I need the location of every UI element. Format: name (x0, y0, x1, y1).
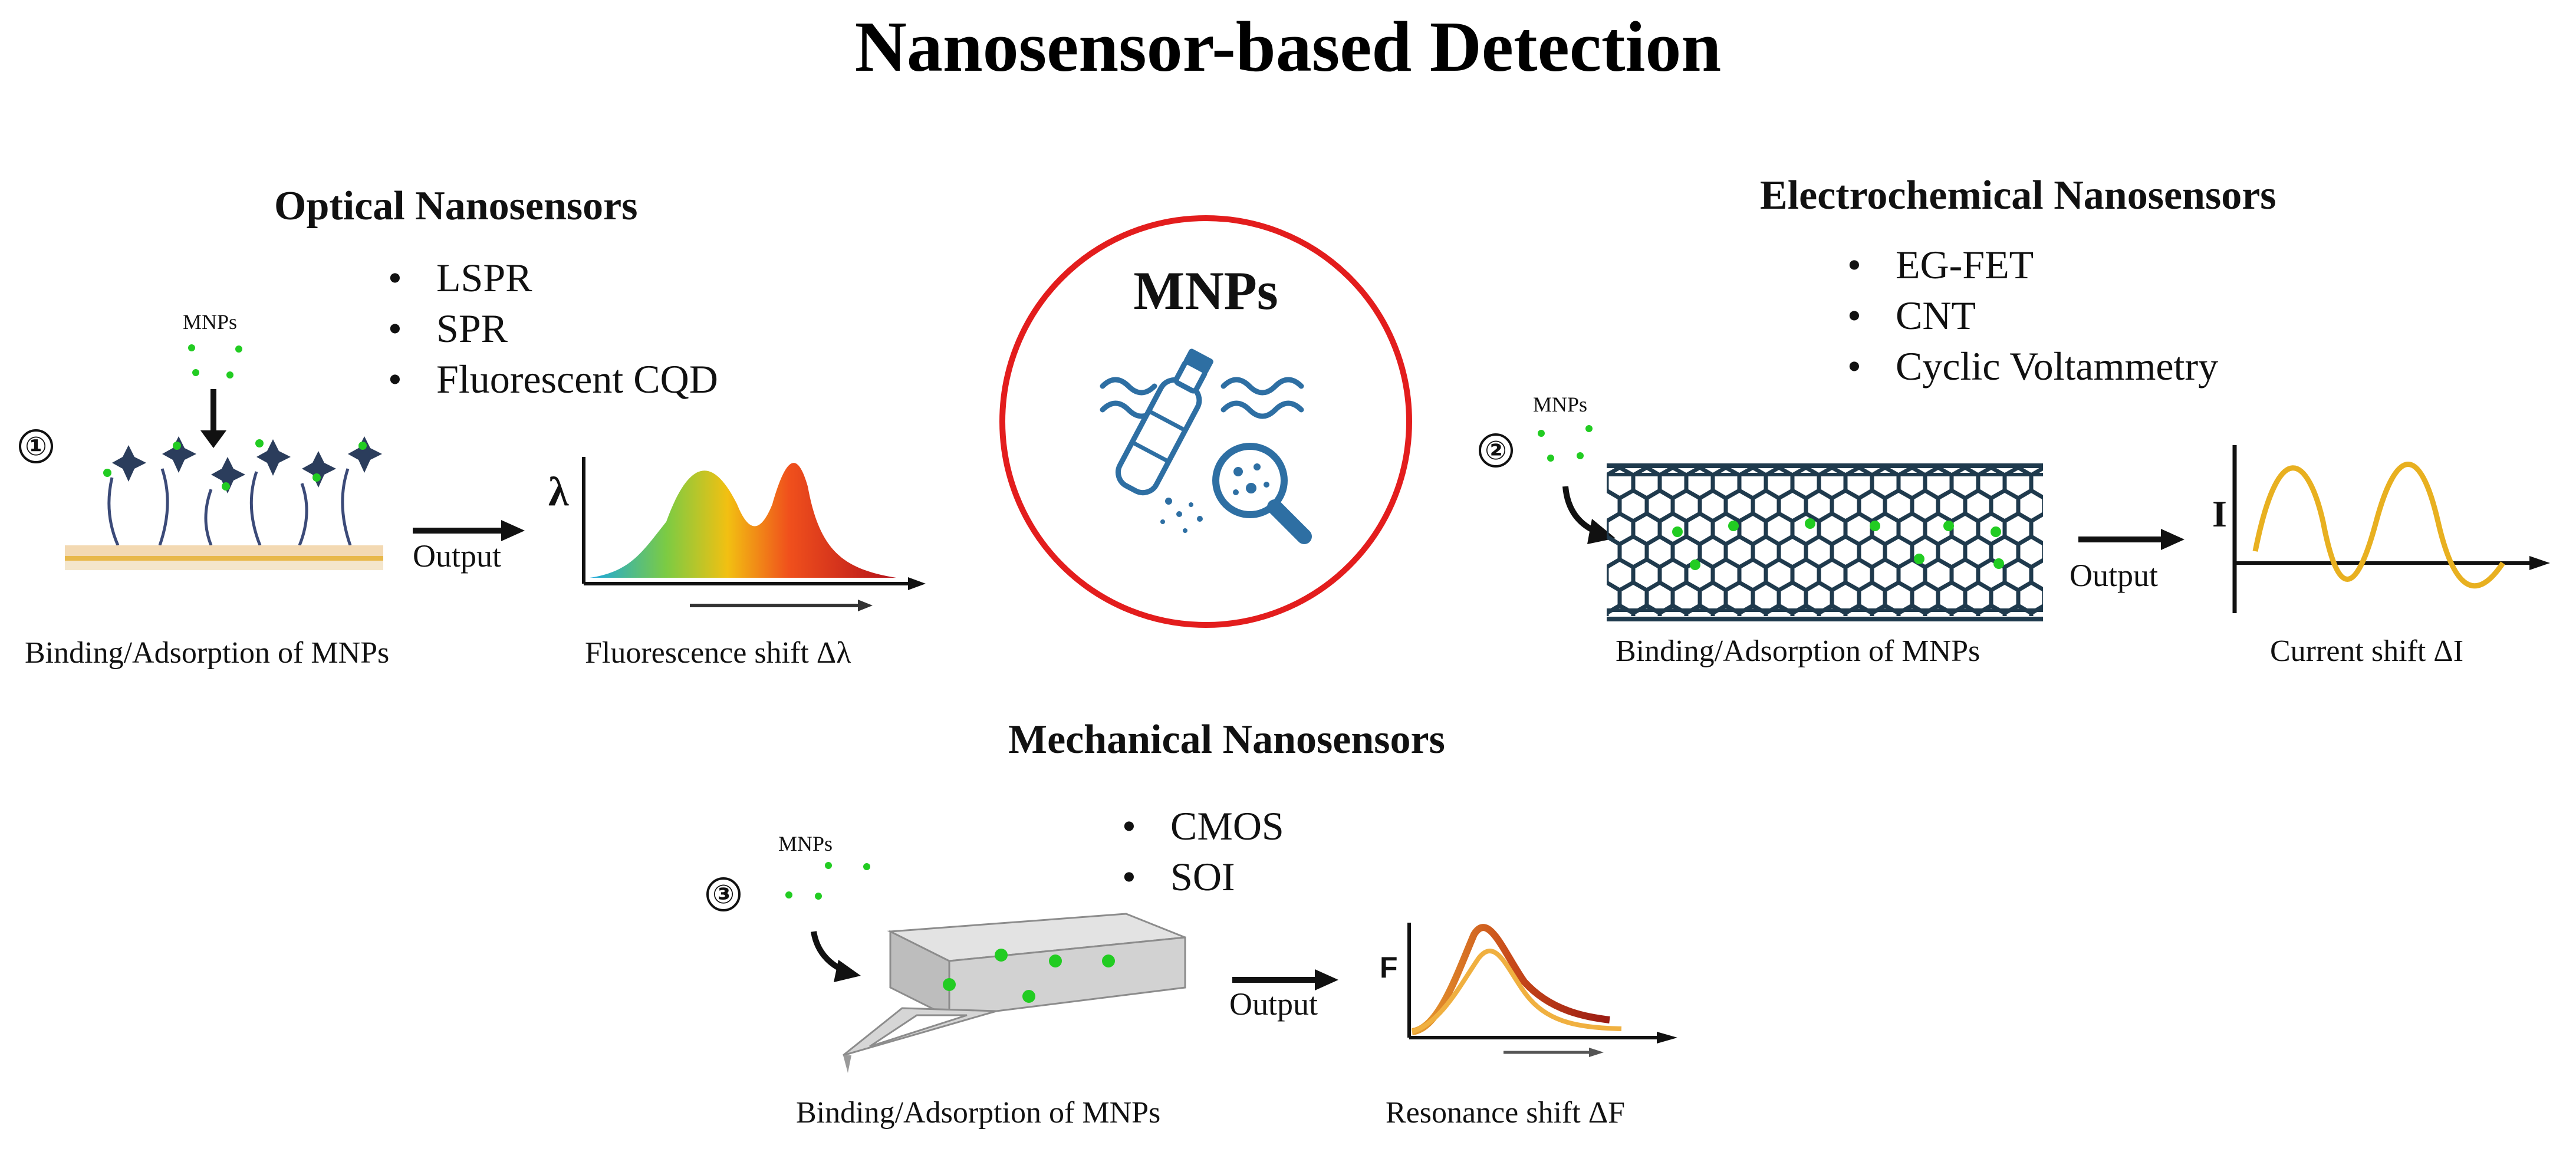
current-chart (2232, 445, 2550, 613)
optical-section-title: Optical Nanosensors (274, 183, 638, 229)
electrochemical-mnps-label: MNPs (1533, 393, 1588, 416)
optical-method-item: SPR (383, 303, 718, 354)
optical-output-label: Output (413, 538, 502, 574)
optical-method-item: LSPR (383, 252, 718, 303)
mnps-center-label: MNPs (1133, 261, 1278, 321)
step-number-3: ③ (706, 877, 741, 911)
mechanical-method-item: CMOS (1117, 801, 1284, 851)
electrochemical-section-title: Electrochemical Nanosensors (1760, 173, 2276, 218)
optical-mnps-label: MNPs (183, 310, 238, 334)
carbon-nanotube-illustration (1607, 463, 2043, 621)
page-title: Nanosensor-based Detection (854, 7, 1722, 87)
mnps-center-circle (999, 215, 1412, 628)
mechanical-axis-label: F (1380, 951, 1398, 984)
optical-methods-list: LSPR SPR Fluorescent CQD (383, 252, 718, 404)
bottle-magnifier-icon (1100, 348, 1312, 544)
electrochemical-axis-label: I (2212, 493, 2227, 535)
optical-result-caption: Fluorescence shift Δλ (585, 636, 851, 670)
electrochemical-output-label: Output (2070, 558, 2159, 593)
optical-axis-label: λ (548, 469, 569, 515)
mechanical-mnps-label: MNPs (778, 832, 833, 855)
optical-method-item: Fluorescent CQD (383, 354, 718, 404)
electrochemical-methods-list: EG-FET CNT Cyclic Voltammetry (1843, 239, 2218, 391)
optical-binding-caption: Binding/Adsorption of MNPs (25, 636, 390, 670)
electrochemical-method-item: CNT (1843, 290, 2218, 341)
mechanical-output-label: Output (1229, 986, 1318, 1022)
electrochemical-method-item: Cyclic Voltammetry (1843, 341, 2218, 391)
electrochemical-binding-caption: Binding/Adsorption of MNPs (1616, 634, 1980, 668)
mechanical-method-item: SOI (1117, 851, 1284, 902)
mechanical-methods-list: CMOS SOI (1117, 801, 1284, 902)
optical-output-arrow (413, 520, 525, 541)
step-number-2: ② (1479, 433, 1513, 468)
resonance-chart (1407, 923, 1677, 1057)
mechanical-section-title: Mechanical Nanosensors (1008, 717, 1445, 762)
mechanical-result-caption: Resonance shift ΔF (1386, 1096, 1626, 1130)
fluorescence-chart (582, 457, 926, 611)
step-number-1: ① (19, 429, 53, 463)
optical-receptor-surface-illustration (65, 344, 383, 570)
mechanical-output-arrow (1232, 969, 1338, 990)
electrochemical-method-item: EG-FET (1843, 239, 2218, 290)
mechanical-binding-caption: Binding/Adsorption of MNPs (796, 1096, 1161, 1130)
electrochemical-result-caption: Current shift ΔI (2270, 634, 2464, 668)
electrochemical-output-arrow (2078, 529, 2184, 550)
cantilever-illustration (785, 862, 1186, 1073)
